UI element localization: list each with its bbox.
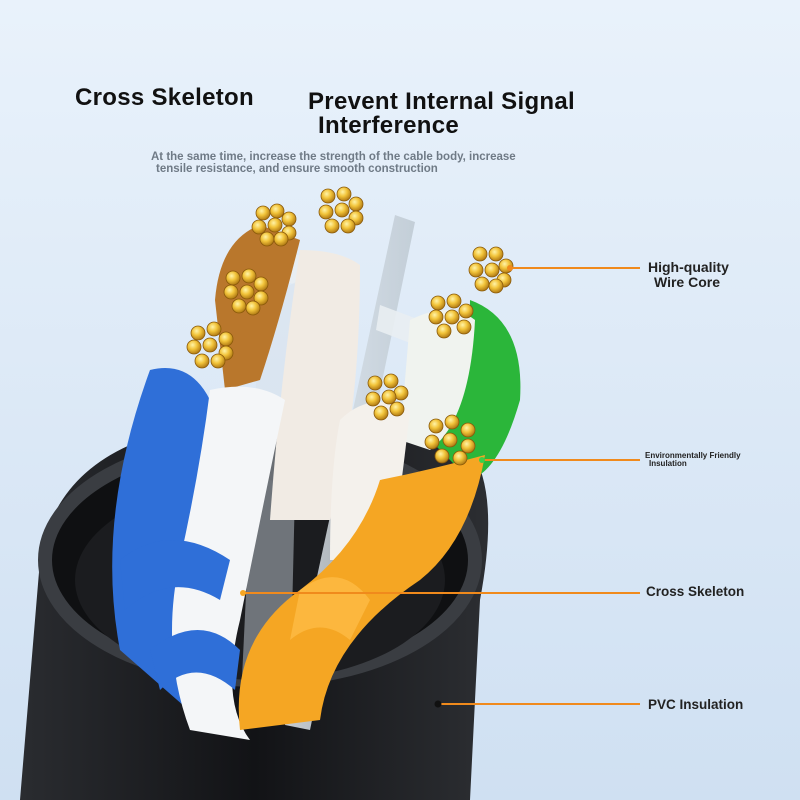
callout-insulation-line2: Insulation bbox=[649, 459, 687, 468]
callout-pvc-insulation: PVC Insulation bbox=[648, 697, 744, 712]
callout-cross-skeleton: Cross Skeleton bbox=[646, 584, 745, 599]
subtitle-line2: tensile resistance, and ensure smooth co… bbox=[156, 163, 438, 175]
left-title: Cross Skeleton bbox=[75, 84, 254, 111]
copper-bundle-2 bbox=[318, 186, 364, 234]
main-title-line2: Interference bbox=[318, 112, 459, 139]
main-title-line1: Prevent Internal Signal bbox=[308, 88, 575, 115]
subtitle-line1: At the same time, increase the strength … bbox=[151, 151, 516, 163]
callout-insulation-line1: Environmentally Friendly bbox=[645, 451, 741, 460]
callout-wire-core-line2: Wire Core bbox=[654, 274, 721, 290]
callout-leaders bbox=[243, 267, 640, 705]
copper-bundle-4 bbox=[468, 246, 514, 294]
blue-wire bbox=[112, 368, 285, 740]
callout-wire-core-line1: High-quality bbox=[648, 259, 729, 275]
callout-dots bbox=[240, 265, 513, 708]
